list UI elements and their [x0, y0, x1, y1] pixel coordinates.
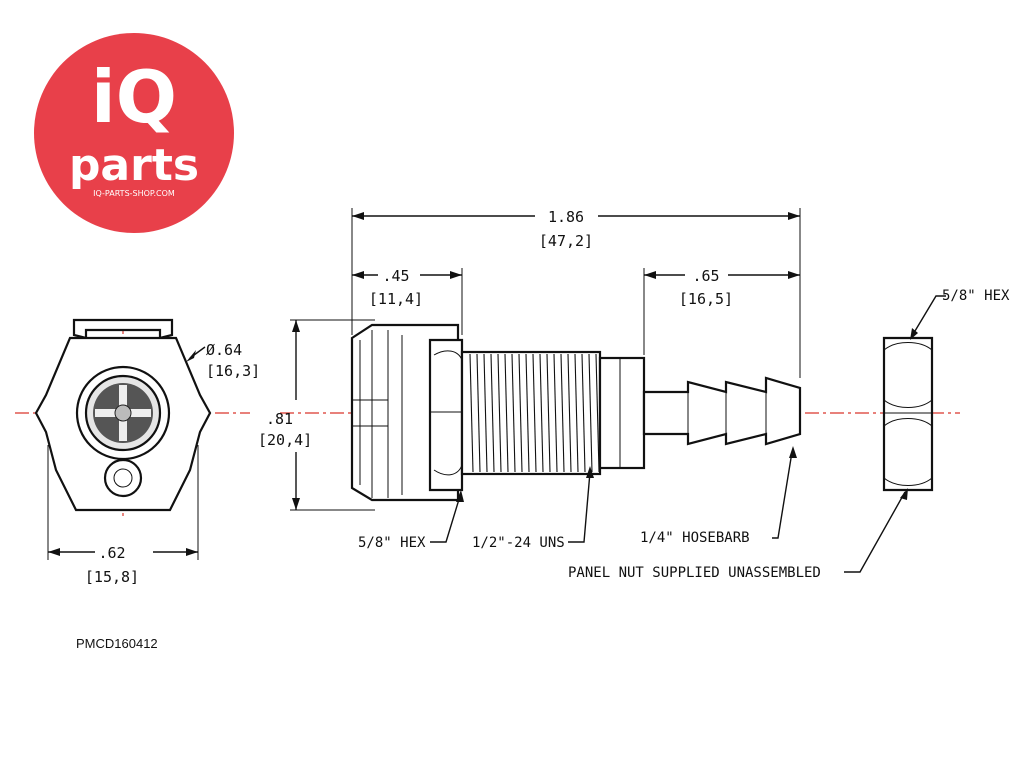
front-arrow-left	[352, 271, 364, 279]
hex-body-leader	[430, 495, 461, 543]
hosebarb	[642, 376, 802, 446]
thread-line	[574, 353, 579, 473]
hosebarb-arrow	[789, 446, 797, 458]
front-arrow-right	[450, 271, 462, 279]
logo-parts: parts	[69, 140, 199, 191]
logo-circle	[34, 33, 234, 233]
thread-line	[525, 353, 530, 473]
width-mm-label: [15,8]	[85, 568, 139, 586]
end-view-latch-hole	[103, 458, 143, 498]
thread-line	[483, 353, 488, 473]
barb-mm-label: [16,5]	[679, 290, 733, 308]
thread-leader	[568, 471, 591, 543]
hex-body-arrow	[456, 490, 464, 502]
end-view-valve-center	[114, 404, 132, 422]
thread-line	[560, 353, 565, 473]
panel-nut-leader	[844, 491, 906, 573]
hex-body-label: 5/8" HEX	[358, 535, 426, 551]
dia-in-label: Ø.64	[206, 341, 242, 359]
height-mm-label: [20,4]	[258, 431, 312, 449]
overall-mm-label: [47,2]	[539, 232, 593, 250]
iq-parts-logo: iQ parts IQ-PARTS-SHOP.COM	[34, 33, 234, 233]
thread-lines	[469, 353, 600, 473]
panel-nut-curves	[883, 342, 933, 486]
overall-in-label: 1.86	[548, 208, 584, 226]
thread-line	[532, 353, 537, 473]
height-arrow-top	[292, 320, 300, 332]
barb-in-label: .65	[692, 267, 719, 285]
end-view-top-tab	[72, 318, 174, 340]
thread-line	[595, 353, 600, 473]
thread-line	[546, 353, 551, 473]
dia-arrow	[186, 350, 196, 362]
barb-arrow-left	[644, 271, 656, 279]
thread-line	[490, 353, 495, 473]
thread-label: 1/2"-24 UNS	[472, 535, 565, 551]
end-view-latch-pin	[113, 468, 133, 488]
thread-section	[460, 350, 602, 476]
hex-nut-label: 5/8" HEX	[942, 288, 1010, 304]
width-arrow-left	[48, 548, 60, 556]
panel-nut-label: PANEL NUT SUPPLIED UNASSEMBLED	[568, 565, 821, 581]
panel-nut-view: 5/8" HEX PANEL NUT SUPPLIED UNASSEMBLED	[568, 288, 1010, 581]
logo-url: IQ-PARTS-SHOP.COM	[93, 189, 175, 198]
panel-nut-arrow	[900, 488, 908, 500]
part-number: PMCD160412	[76, 636, 158, 651]
hex-nut-leader	[911, 295, 946, 337]
panel-nut	[882, 336, 934, 492]
hosebarb-leader	[772, 451, 793, 539]
hex-nut-arrow	[910, 328, 918, 340]
thread-line	[567, 353, 572, 473]
front-in-label: .45	[382, 267, 409, 285]
height-in-label: .81	[266, 410, 293, 428]
overall-arrow-left	[352, 212, 364, 220]
hosebarb-label: 1/4" HOSEBARB	[640, 530, 750, 546]
front-mm-label: [11,4]	[369, 290, 423, 308]
thread-line	[497, 353, 502, 473]
thread-line	[469, 353, 474, 473]
thread-line	[518, 353, 523, 473]
coupling-front-detail	[359, 330, 403, 498]
end-view: Ø.64 [16,3] .62 [15,8]	[15, 318, 260, 586]
thread-line	[539, 353, 544, 473]
thread-line	[588, 353, 593, 473]
dia-mm-label: [16,3]	[206, 362, 260, 380]
thread-line	[581, 353, 586, 473]
side-view: 1.86 [47,2] .45 [11,4] .65 [16,5] .81 [2…	[258, 208, 960, 551]
height-arrow-bottom	[292, 498, 300, 510]
overall-arrow-right	[788, 212, 800, 220]
logo-iq: iQ	[91, 55, 177, 139]
width-in-label: .62	[98, 544, 125, 562]
thread-line	[504, 353, 509, 473]
thread-arrow	[586, 466, 594, 478]
width-arrow-right	[186, 548, 198, 556]
thread-line	[476, 353, 481, 473]
hex-body	[428, 338, 464, 492]
barb-arrow-right	[788, 271, 800, 279]
shoulder	[598, 356, 646, 470]
thread-line	[553, 353, 558, 473]
thread-line	[511, 353, 516, 473]
coupling-latch	[352, 399, 388, 427]
hex-body-curves	[433, 350, 463, 476]
